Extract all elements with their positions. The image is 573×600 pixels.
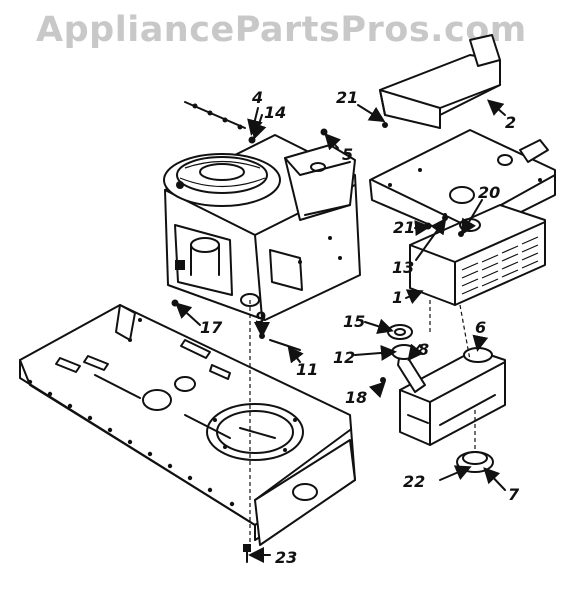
bolt-part-14 xyxy=(248,136,256,144)
callout-2: 2 xyxy=(505,113,516,132)
callout-22: 22 xyxy=(403,472,425,491)
callout-8: 8 xyxy=(418,340,429,359)
callout-7: 7 xyxy=(508,485,520,504)
callout-17: 17 xyxy=(200,318,223,337)
alignment-line xyxy=(459,304,471,361)
callout-20: 20 xyxy=(478,183,500,202)
bolt-part-23 xyxy=(243,544,251,563)
strap-part-4 xyxy=(184,101,246,130)
bolt-part-18 xyxy=(380,377,386,383)
callout-15: 15 xyxy=(343,312,365,331)
callout-18: 18 xyxy=(345,388,367,407)
gasket-part-15 xyxy=(387,324,413,340)
callout-23: 23 xyxy=(275,548,297,567)
callout-14: 14 xyxy=(264,103,286,122)
callout-labels: 1 2 4 5 6 7 8 9 11 12 13 14 15 17 18 20 … xyxy=(200,88,520,567)
muffler-part-6 xyxy=(399,347,506,446)
callout-11: 11 xyxy=(296,360,318,379)
callout-21-bottom: 21 xyxy=(393,218,415,237)
gasket-part-12 xyxy=(391,344,417,360)
leader-lines xyxy=(175,99,506,563)
nut-part-5 xyxy=(320,128,328,136)
callout-4: 4 xyxy=(251,88,263,107)
callout-12: 12 xyxy=(333,348,355,367)
callout-21-top: 21 xyxy=(336,88,358,107)
callout-5: 5 xyxy=(342,145,353,164)
frame-plate xyxy=(19,304,356,546)
clamp-part-7 xyxy=(456,451,494,473)
callout-9: 9 xyxy=(255,308,266,327)
callout-13: 13 xyxy=(392,258,414,277)
watermark: AppliancePartsPros.com xyxy=(36,10,527,50)
bolt-part-11 xyxy=(269,339,301,351)
callout-6: 6 xyxy=(475,318,486,337)
engine xyxy=(163,134,361,321)
bracket-part-2 xyxy=(379,34,501,129)
callout-1: 1 xyxy=(392,288,403,307)
